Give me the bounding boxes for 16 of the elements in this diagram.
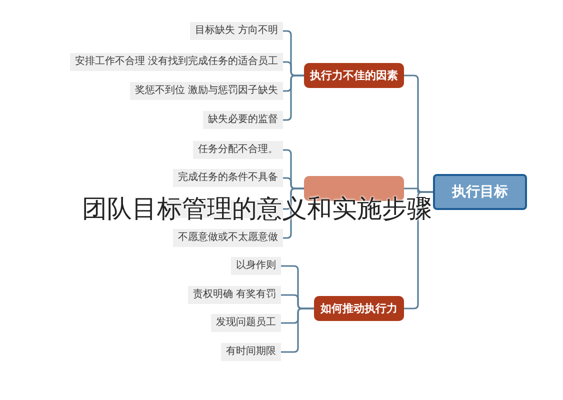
subtopic-node: 缺失必要的监督 xyxy=(203,111,283,129)
subtopic-node: 完成任务的条件不具备 xyxy=(173,169,283,187)
connector-line xyxy=(281,308,314,353)
subtopic-node: 责权明确 有奖有罚 xyxy=(188,286,281,304)
subtopic-node: 发现问题员工 xyxy=(211,314,281,332)
subtopic-node: 以身作则 xyxy=(231,257,281,275)
topic-node: 如何推动执行力 xyxy=(314,296,404,321)
subtopic-node: 目标缺失 方向不明 xyxy=(190,22,283,40)
subtopic-node: 奖惩不到位 激励与惩罚因子缺失 xyxy=(130,82,283,100)
connector-line xyxy=(283,74,304,121)
root-node: 执行目标 xyxy=(433,174,527,210)
subtopic-node: 安排工作不合理 没有找到完成任务的适合员工 xyxy=(70,53,283,71)
subtopic-node: 有时间期限 xyxy=(221,343,281,361)
subtopic-node: 不愿意做或不太愿意做 xyxy=(173,229,283,247)
topic-node: 执行力不佳的因素 xyxy=(304,63,404,88)
subtopic-node: 任务分配不合理。 xyxy=(193,141,283,159)
